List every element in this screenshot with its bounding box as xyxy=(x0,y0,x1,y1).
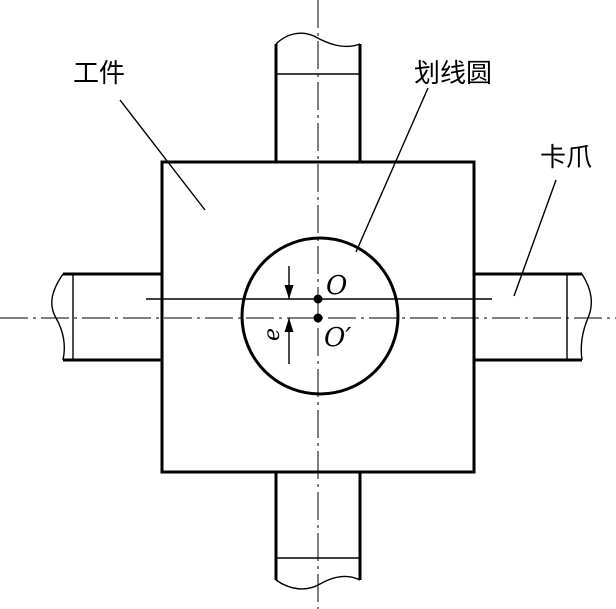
scribed-circle xyxy=(240,236,400,396)
bottom-jaw xyxy=(274,472,362,590)
right-jaw xyxy=(474,272,593,362)
center-o-prime-label: O′ xyxy=(324,323,351,353)
left-jaw xyxy=(51,272,162,362)
scribed-circle-label: 划线圆 xyxy=(414,59,492,89)
center-o-label: O xyxy=(326,271,347,301)
center-point-o-prime xyxy=(313,313,323,323)
jaw-leader xyxy=(513,179,557,297)
workpiece-label: 工件 xyxy=(73,59,125,89)
center-point-o xyxy=(313,294,323,304)
eccentricity-label: e xyxy=(260,328,285,341)
jaw-label: 卡爪 xyxy=(540,143,592,173)
scribed-circle-leader xyxy=(355,87,429,253)
workpiece-leader xyxy=(119,99,206,211)
eccentricity-dimension xyxy=(284,266,294,364)
